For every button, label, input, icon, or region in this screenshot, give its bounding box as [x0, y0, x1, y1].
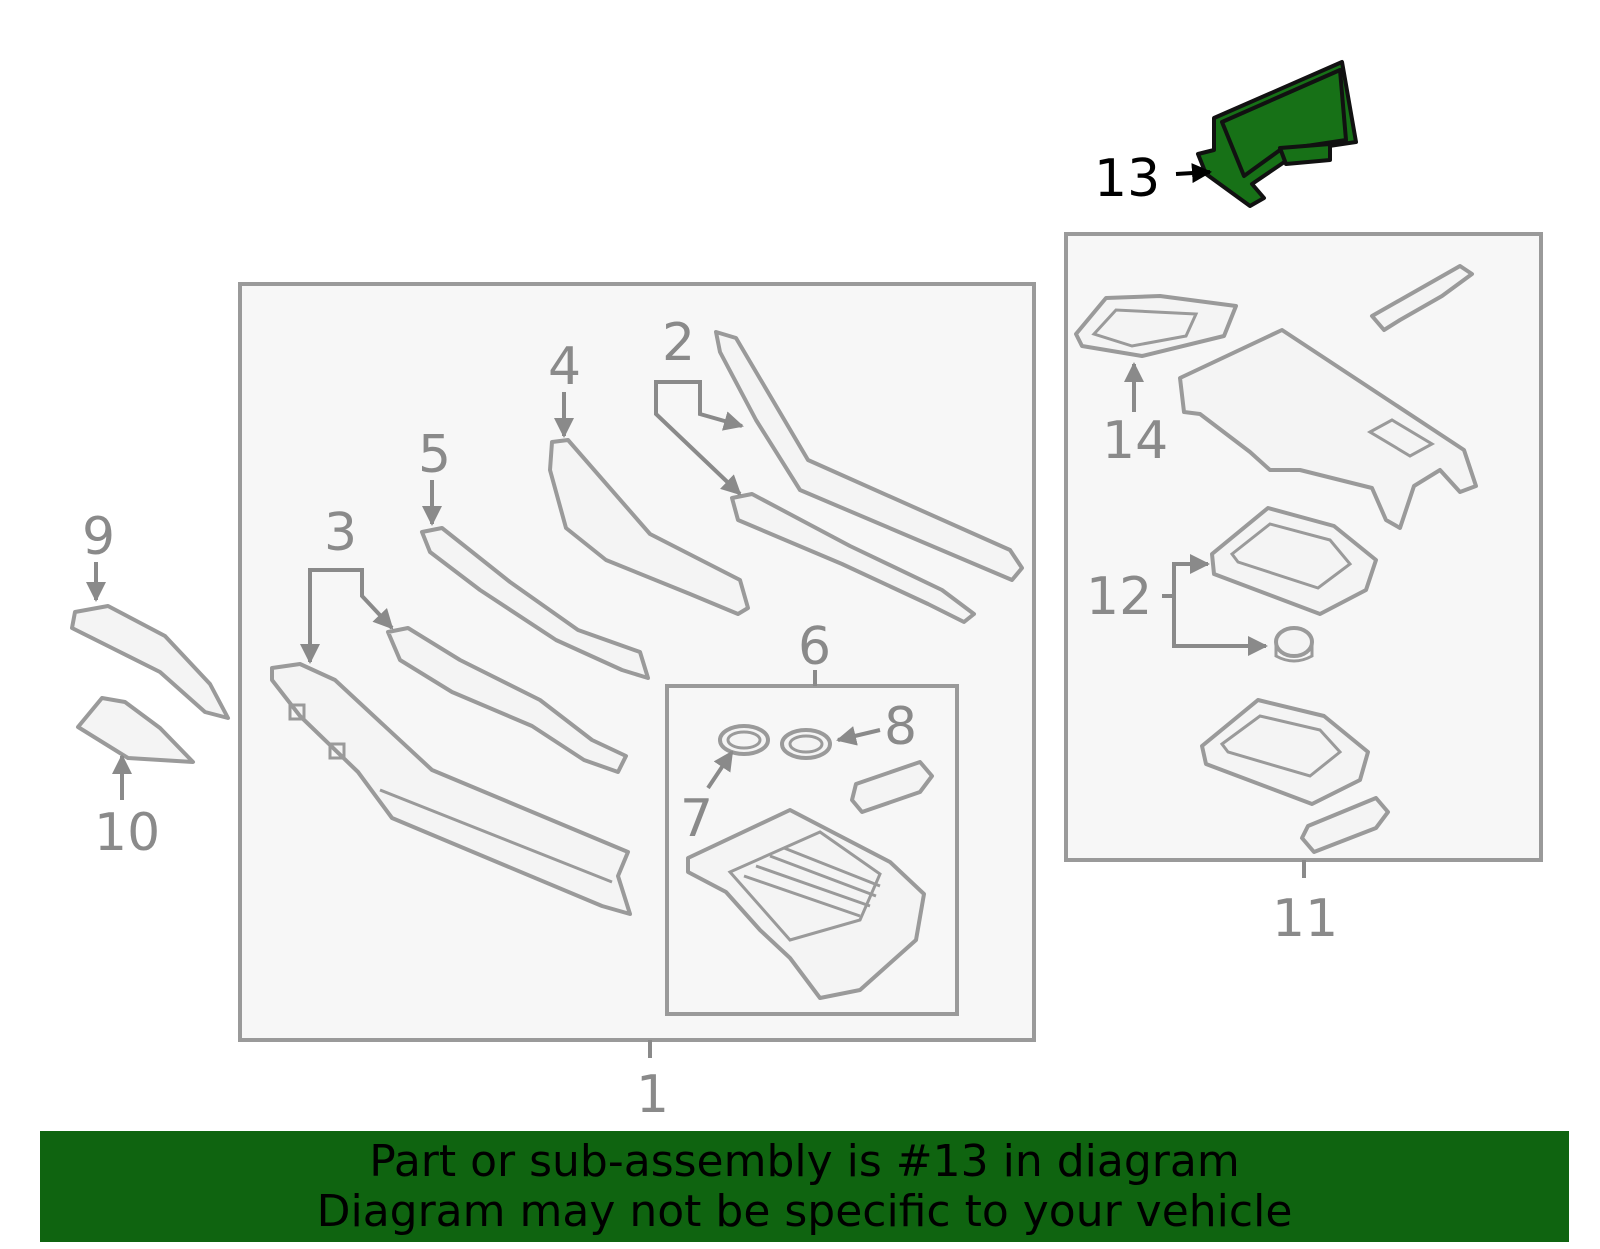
- callout-1: 1: [636, 1065, 669, 1125]
- part-14-bezel[interactable]: [1074, 294, 1238, 358]
- callout-9: 9: [82, 507, 115, 567]
- callout-4: 4: [548, 337, 581, 397]
- callout-7: 7: [680, 789, 713, 849]
- info-banner: Part or sub-assembly is #13 in diagram D…: [40, 1131, 1569, 1242]
- part-12-knob[interactable]: [1274, 626, 1314, 663]
- part-13-highlighted[interactable]: [1196, 60, 1358, 208]
- callout-3: 3: [324, 503, 357, 563]
- part-3-side-panel[interactable]: [270, 662, 632, 916]
- callout-11: 11: [1272, 889, 1338, 949]
- banner-line-2: Diagram may not be specific to your vehi…: [316, 1186, 1293, 1237]
- callout-13: 13: [1094, 149, 1160, 209]
- part-12-bezel[interactable]: [1210, 506, 1378, 616]
- part-11-bracket-top[interactable]: [1370, 264, 1474, 332]
- part-5-bracket[interactable]: [420, 526, 650, 680]
- part-3-clip-strip[interactable]: [386, 626, 628, 774]
- callout-6: 6: [798, 617, 831, 677]
- part-9-trim-panel[interactable]: [70, 604, 230, 720]
- callout-8: 8: [884, 697, 917, 757]
- part-11-switch[interactable]: [1300, 796, 1390, 854]
- part-6-switch[interactable]: [850, 760, 934, 814]
- part-4-panel[interactable]: [548, 438, 750, 616]
- callout-14: 14: [1102, 411, 1168, 471]
- part-11-lower-bezel[interactable]: [1200, 698, 1370, 806]
- part-2-clip-strip[interactable]: [730, 492, 976, 624]
- callout-2: 2: [662, 313, 695, 373]
- part-2-rail[interactable]: [714, 330, 1024, 582]
- part-8-ring[interactable]: [780, 728, 832, 760]
- callout-10: 10: [94, 803, 160, 863]
- banner-line-1: Part or sub-assembly is #13 in diagram: [369, 1136, 1240, 1187]
- part-6-tray[interactable]: [686, 808, 926, 1000]
- callout-12: 12: [1086, 567, 1152, 627]
- part-7-ring[interactable]: [718, 724, 770, 756]
- part-11-console-frame[interactable]: [1178, 328, 1478, 530]
- part-10-cover[interactable]: [76, 696, 195, 764]
- callout-5: 5: [418, 425, 451, 485]
